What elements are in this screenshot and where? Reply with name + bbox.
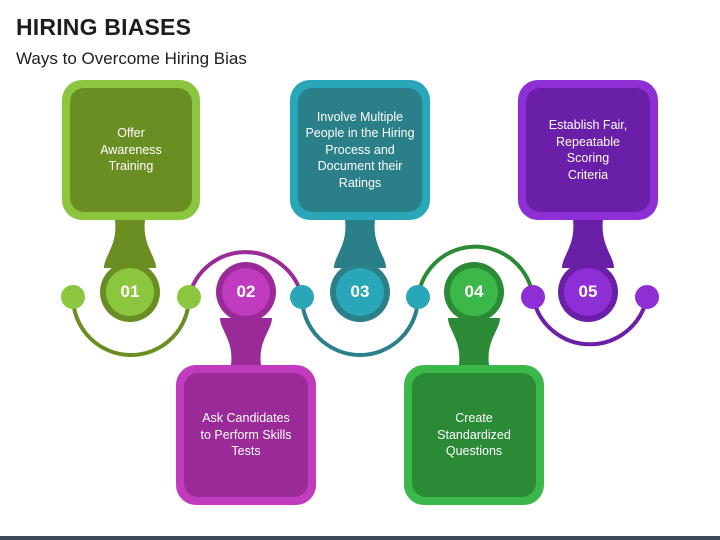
- junction-dot-5: [521, 285, 545, 309]
- step-03-shape: [290, 80, 430, 322]
- footer-bar: [0, 536, 720, 540]
- step-01-shape: [62, 80, 200, 322]
- step-05-shape: [518, 80, 658, 322]
- junction-dot-6: [635, 285, 659, 309]
- step-04-number: 04: [464, 282, 484, 301]
- step-02-text: Ask Candidates to Perform Skills Tests: [200, 411, 292, 459]
- step-01-text: Offer Awareness Training: [100, 126, 162, 174]
- step-05-text: Establish Fair, Repeatable Scoring Crite…: [548, 118, 628, 182]
- junction-dot-2: [177, 285, 201, 309]
- connector-arc-02: [187, 250, 304, 298]
- connector-arc-04: [416, 244, 535, 298]
- page-title: HIRING BIASES: [16, 14, 192, 40]
- step-03-text: Involve Multiple People in the Hiring Pr…: [305, 109, 415, 190]
- connector-arc-03: [300, 296, 420, 357]
- step-05-number: 05: [578, 282, 598, 301]
- junction-dot-4: [406, 285, 430, 309]
- junction-dot-3: [290, 285, 314, 309]
- step-04-text: Create Standardized Questions: [437, 411, 511, 459]
- connector-arc-01: [71, 296, 191, 357]
- page-subtitle: Ways to Overcome Hiring Bias: [16, 49, 247, 68]
- step-04-shape: [404, 262, 544, 505]
- junction-dot-1: [61, 285, 85, 309]
- step-02-number: 02: [236, 282, 256, 301]
- step-02-shape: [176, 262, 316, 505]
- step-01-number: 01: [120, 282, 140, 301]
- connector-arc-05: [531, 296, 649, 347]
- step-03-number: 03: [350, 282, 370, 301]
